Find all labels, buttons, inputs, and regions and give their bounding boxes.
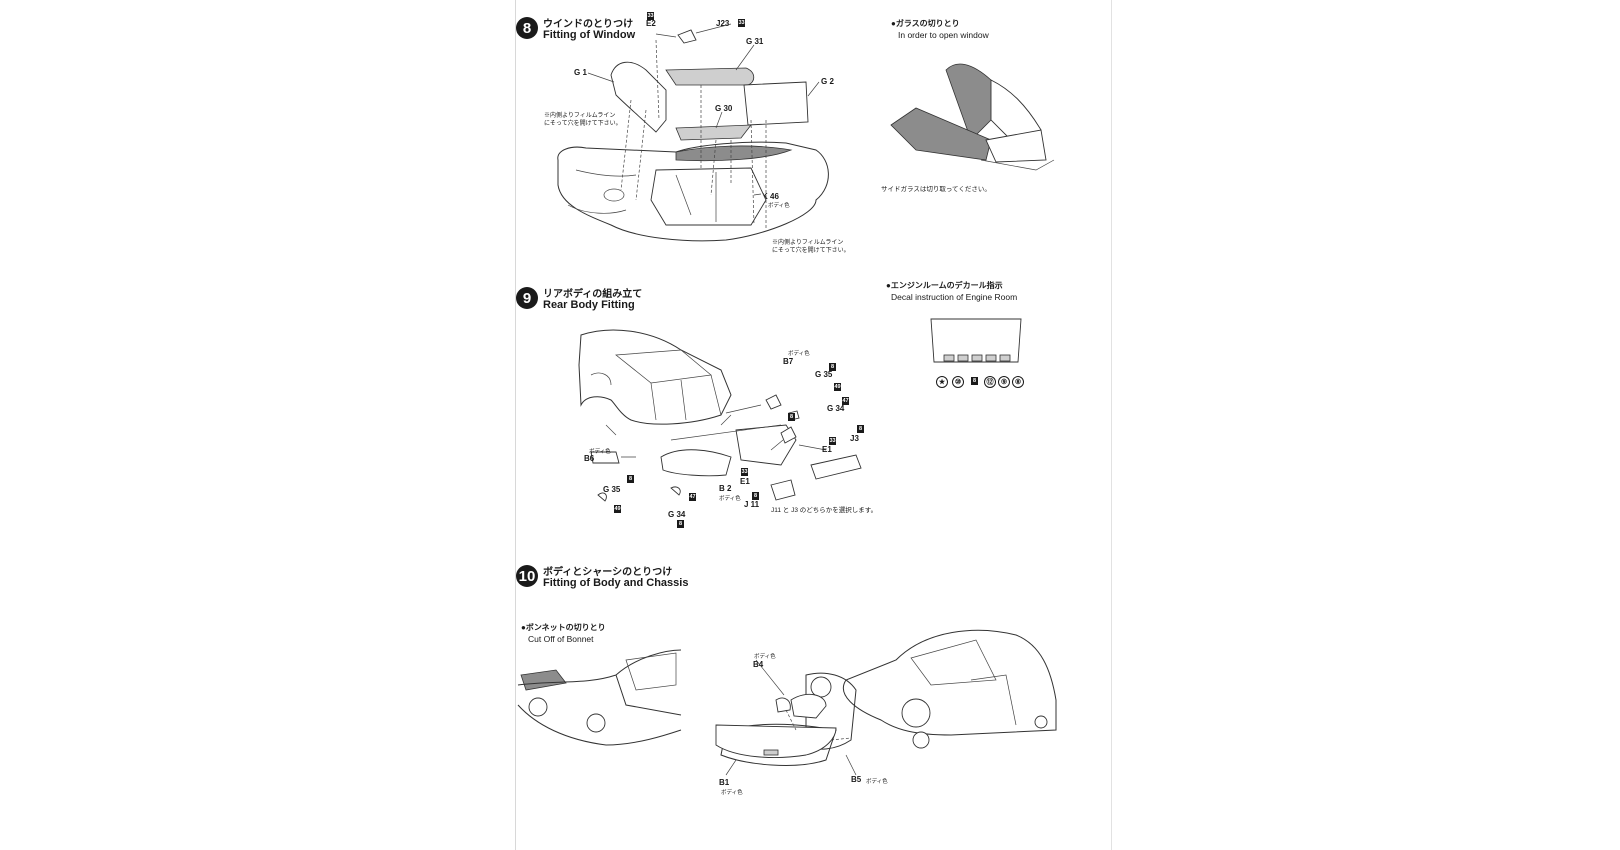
part-label-b6: B6	[584, 454, 595, 463]
part-badge-g35b: 49	[614, 505, 621, 513]
part-label-b5: B5	[851, 775, 862, 784]
glass-cut-title-en: In order to open window	[898, 30, 989, 40]
step-8-title-jp: ウインドのとりつけ	[543, 19, 634, 30]
decal-star-icon: ★	[936, 376, 948, 388]
part-badge-g35a-2: 49	[834, 383, 841, 391]
part-badge-e1a: 33	[829, 437, 836, 445]
part-badge-e1b: 33	[741, 468, 748, 476]
part-label-g35a: G 35	[815, 370, 833, 379]
side-glass-note: サイドガラスは切り取ってください。	[881, 186, 991, 193]
instruction-sheet: 8 ウインドのとりつけ Fitting of Window E2 33 J23 …	[515, 0, 1112, 850]
body-chassis-diagram	[715, 629, 1057, 776]
part-color-b7: ボディ色	[788, 351, 810, 357]
part-label-b7: B7	[783, 357, 794, 366]
bonnet-cut-title-jp: ●ボンネットの切りとり	[521, 623, 606, 632]
rear-body-diagram	[578, 329, 862, 502]
decal-number-12: ⑫	[984, 376, 996, 388]
part-label-b2: B 2	[719, 484, 732, 493]
engine-room-decal-diagram	[930, 318, 1022, 363]
glass-cut-diagram	[890, 63, 1055, 171]
part-badge-e2: 33	[647, 12, 654, 20]
part-label-b4: B4	[753, 660, 764, 669]
step-9-number: 9	[516, 287, 538, 309]
part-label-j3: J3	[850, 434, 859, 443]
window-fitting-diagram	[557, 23, 829, 242]
part-color-b2: ボディ色	[719, 496, 741, 502]
bonnet-cut-title-en: Cut Off of Bonnet	[528, 634, 594, 644]
part-badge-g35b-top: 8	[627, 475, 634, 483]
part-label-e1a: E1	[822, 445, 832, 454]
part-color-k46: ボディ色	[768, 203, 790, 209]
part-badge-j11: 8	[752, 492, 759, 500]
step-10-number: 10	[516, 565, 538, 587]
decal-number-10: ⑩	[952, 376, 964, 388]
note-drill-holes-a: ※内側よりフィルムライン にそって穴を開けて下さい。	[544, 113, 622, 127]
part-badge-g34a: 47	[842, 397, 849, 405]
part-label-k46: K 46	[762, 192, 779, 201]
part-badge-j3: 8	[857, 425, 864, 433]
note-drill-holes-b: ※内側よりフィルムライン にそって穴を開けて下さい。	[772, 240, 850, 254]
decal-title-en: Decal instruction of Engine Room	[891, 292, 1018, 302]
step-9-title-en: Rear Body Fitting	[543, 299, 635, 311]
part-label-g35b: G 35	[603, 485, 621, 494]
part-badge-j23: 33	[738, 19, 745, 27]
glass-cut-title-jp: ●ガラスの切りとり	[891, 19, 960, 28]
step-9-title-jp: リアボディの組み立て	[543, 289, 643, 300]
decal-number-9: ⑨	[998, 376, 1010, 388]
part-badge-g34a-2: 8	[788, 413, 795, 421]
step-10-title-en: Fitting of Body and Chassis	[543, 577, 689, 589]
part-color-b4: ボディ色	[754, 654, 776, 660]
part-badge-g34b: 47	[689, 493, 696, 501]
part-badge-g34b-2: 8	[677, 520, 684, 528]
part-color-b6: ボディ色	[589, 449, 611, 455]
step-8-number: 8	[516, 17, 538, 39]
part-label-b1: B1	[719, 778, 730, 787]
part-label-e2: E2	[646, 19, 656, 28]
decal-title-jp: ●エンジンルームのデカール指示	[886, 281, 1003, 290]
part-color-b1: ボディ色	[721, 790, 743, 796]
part-label-j23: J23	[716, 19, 730, 28]
part-label-g1: G 1	[574, 68, 587, 77]
part-color-b5: ボディ色	[866, 779, 888, 785]
bonnet-cut-diagram	[517, 649, 682, 746]
part-label-g31: G 31	[746, 37, 764, 46]
part-label-g34b: G 34	[668, 510, 686, 519]
decal-number-8: ⑧	[1012, 376, 1024, 388]
decal-number-8-badge: 8	[971, 377, 978, 385]
part-label-g2: G 2	[821, 77, 834, 86]
part-label-j11: J 11	[744, 500, 760, 509]
part-label-g30: G 30	[715, 104, 733, 113]
j11-j3-choice-note: J11 と J3 のどちらかを選択します。	[771, 507, 878, 514]
part-label-g34a: G 34	[827, 404, 845, 413]
step-10-title-jp: ボディとシャーシのとりつけ	[543, 567, 673, 578]
part-badge-g35a: 8	[829, 363, 836, 371]
part-label-e1b: E1	[740, 477, 750, 486]
step-8-title-en: Fitting of Window	[543, 29, 636, 41]
